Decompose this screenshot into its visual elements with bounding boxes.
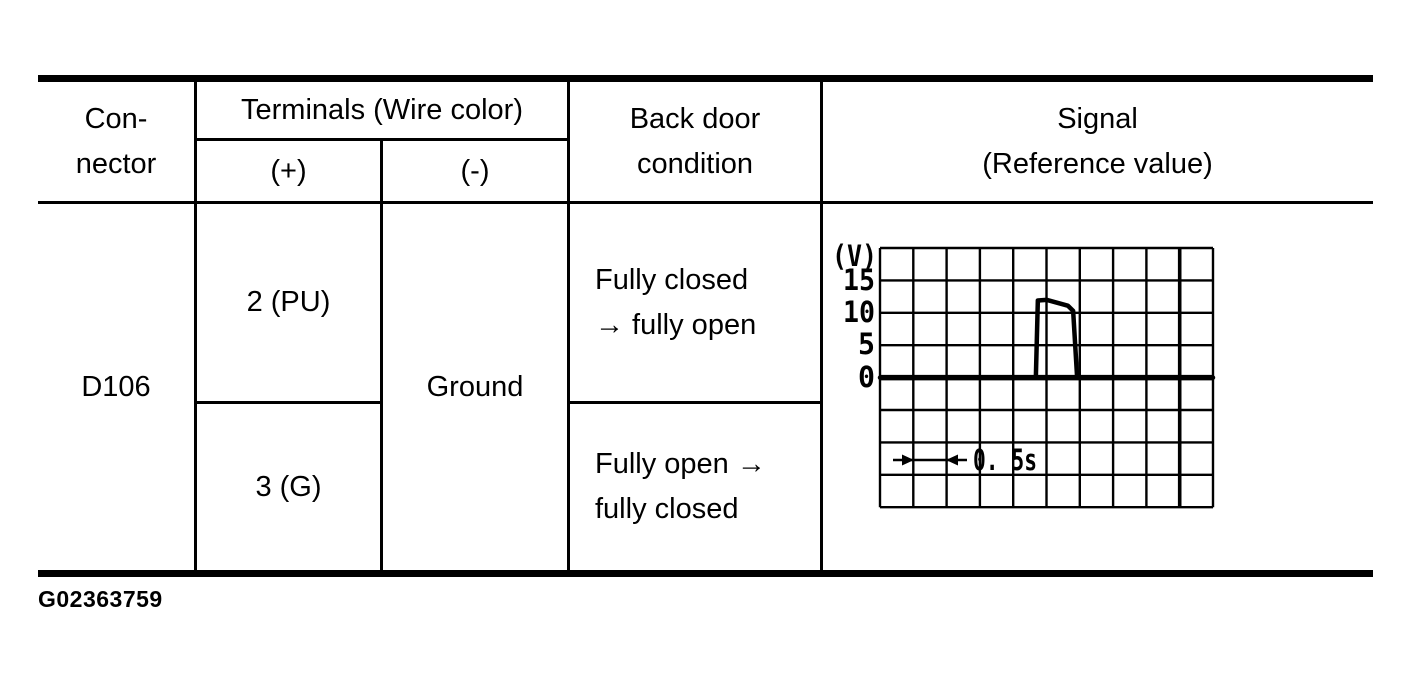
y-tick-10: 10 — [843, 295, 875, 329]
cell-terminal-minus: Ground — [426, 370, 524, 403]
cell-terminal-plus-2: 3 (G) — [255, 470, 322, 503]
marker-left-arrowhead — [946, 454, 958, 466]
col-divider-plus-minus — [380, 139, 383, 576]
figure-id: G02363759 — [38, 586, 163, 612]
y-tick-0: 0 — [858, 360, 875, 394]
header-terminals: Terminals (Wire color) — [241, 93, 523, 126]
cell-condition-1: Fully closed → fully open — [595, 263, 757, 341]
table-top-rule — [38, 75, 1373, 82]
cell-condition-2: Fully open → fully closed — [595, 448, 766, 525]
header-minus: (-) — [460, 154, 490, 187]
col-divider-condition — [820, 75, 823, 576]
waveform-trace — [877, 297, 1216, 380]
signal-waveform-chart: (V) 15 10 5 0 0. 5s — [832, 239, 1216, 509]
plus-row-divider — [194, 401, 383, 404]
header-connector: Con- nector — [75, 102, 157, 180]
header-back-door-condition: Back door condition — [629, 102, 761, 180]
marker-right-arrowhead — [902, 454, 914, 466]
y-tick-15: 15 — [843, 263, 875, 297]
header-signal: Signal (Reference value) — [982, 102, 1213, 180]
table-bottom-rule — [38, 570, 1373, 577]
header-bottom-rule — [38, 201, 1373, 204]
y-tick-5: 5 — [858, 327, 875, 361]
condition-row-divider — [567, 401, 823, 404]
y-axis-unit-label: (V) — [832, 239, 877, 273]
time-scale-label: 0. 5s — [973, 443, 1037, 477]
col-divider-connector — [194, 75, 197, 576]
cell-terminal-plus-1: 2 (PU) — [246, 286, 331, 319]
cell-connector-id: D106 — [81, 370, 151, 403]
col-divider-terminals — [567, 75, 570, 576]
header-plus: (+) — [270, 154, 307, 187]
